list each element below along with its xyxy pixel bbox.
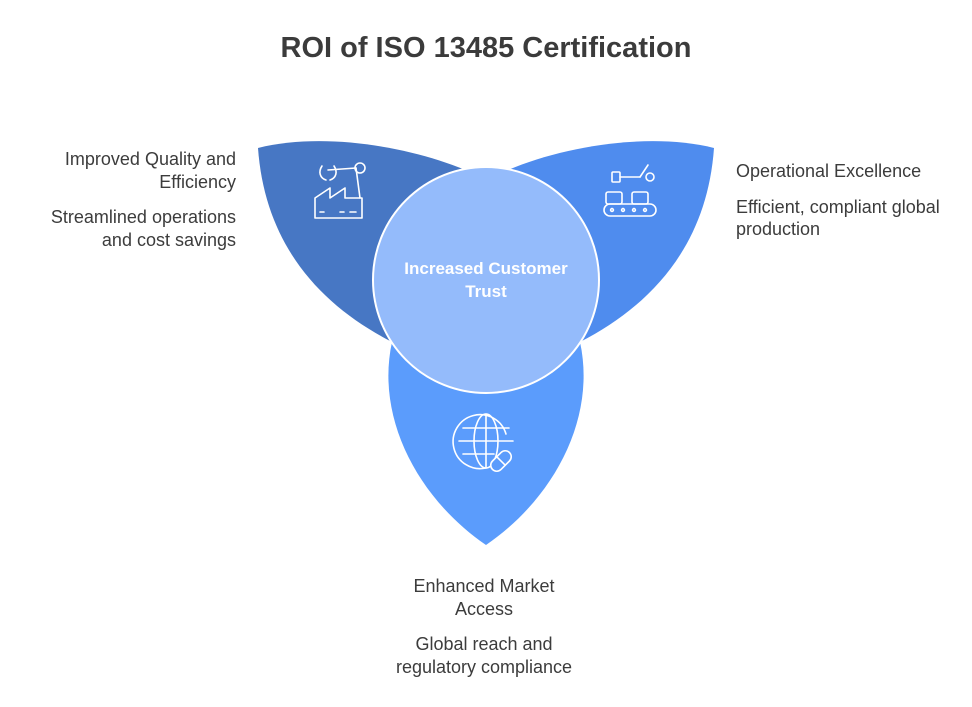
bottom-petal-heading: Enhanced Market Access: [413, 576, 555, 619]
diagram-title: ROI of ISO 13485 Certification: [280, 32, 692, 64]
right-petal-heading: Operational Excellence: [736, 161, 922, 181]
bottom-petal-description: Global reach and regulatory compliance: [395, 634, 573, 677]
left-petal-text: Improved Quality and Efficiency Streamli…: [40, 148, 236, 251]
right-petal-text: Operational Excellence Efficient, compli…: [736, 160, 956, 241]
center-label: Increased Customer Trust: [404, 259, 568, 301]
conveyor-robot-arm-icon: [603, 164, 657, 217]
center-circle: [372, 166, 600, 394]
left-petal-heading: Improved Quality and Efficiency: [64, 149, 236, 192]
factory-robot-arm-icon: [314, 162, 366, 219]
globe-pill-icon: [452, 413, 514, 473]
left-petal-description: Streamlined operations and cost savings: [50, 207, 236, 250]
right-petal-description: Efficient, compliant global production: [736, 196, 940, 240]
bottom-petal-text: Enhanced Market Access Global reach and …: [384, 575, 584, 678]
